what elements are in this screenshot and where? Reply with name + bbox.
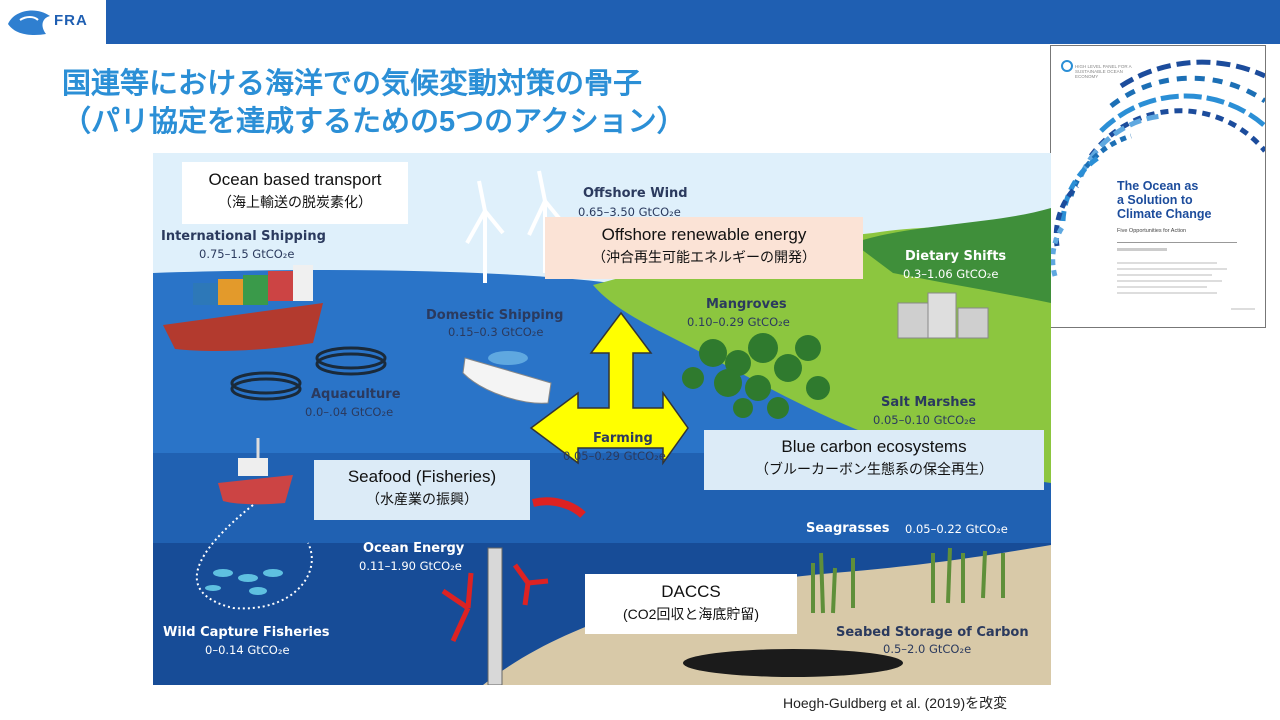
header-bar — [0, 0, 1280, 44]
callout-seafood-title: Seafood (Fisheries) — [347, 467, 497, 486]
callout-seafood-jp: （水産業の振興） — [366, 491, 478, 507]
aquaculture-pens — [230, 346, 387, 401]
callout-daccs-jp: (CO2回収と海底貯留) — [622, 606, 760, 622]
label-seagrasses: Seagrasses — [806, 521, 890, 536]
cover-org: HIGH LEVEL PANEL FOR A SUSTAINABLE OCEAN… — [1075, 64, 1132, 79]
fishing-vessel — [218, 438, 293, 505]
label-domestic-shipping: Domestic Shipping — [426, 308, 564, 323]
callout-seafood: Seafood (Fisheries) （水産業の振興） — [314, 460, 530, 520]
value-wild-capture: 0–0.14 GtCO₂e — [205, 643, 290, 657]
value-intl-shipping: 0.75–1.5 GtCO₂e — [199, 247, 295, 261]
logo-text: FRA — [54, 12, 88, 29]
label-aquaculture: Aquaculture — [311, 387, 401, 402]
cover-title: The Ocean as a Solution to Climate Chang… — [1117, 179, 1211, 221]
fishing-net — [195, 504, 313, 610]
callout-blue-carbon-jp: （ブルーカーボン生態系の保全再生） — [755, 461, 993, 477]
cover-title-line1: The Ocean as — [1117, 179, 1199, 193]
fish-school — [205, 569, 283, 595]
value-aquaculture: 0.0–.04 GtCO₂e — [305, 405, 394, 419]
value-seabed-storage: 0.5–2.0 GtCO₂e — [883, 642, 972, 656]
value-seagrasses: 0.05–0.22 GtCO₂e — [905, 522, 1008, 536]
callout-transport: Ocean based transport （海上輸送の脱炭素化） — [182, 162, 408, 224]
container-ship — [163, 265, 323, 351]
fish-logo-icon — [8, 10, 50, 35]
callout-renewable-jp: （沖合再生可能エネルギーの開発） — [592, 249, 816, 265]
callout-renewable-title: Offshore renewable energy — [601, 225, 807, 244]
label-salt-marshes: Salt Marshes — [881, 395, 976, 410]
label-wild-capture: Wild Capture Fisheries — [163, 625, 330, 640]
cover-arc-graphic — [1051, 59, 1265, 310]
callout-renewable: Offshore renewable energy （沖合再生可能エネルギーの開… — [545, 217, 863, 279]
cover-subtitle: Five Opportunities for Action — [1117, 228, 1187, 234]
value-farming: 0.05–0.29 GtCO₂e — [563, 449, 666, 463]
ocean-infographic: International Shipping 0.75–1.5 GtCO₂e O… — [153, 153, 1051, 685]
yellow-arrow-icon — [529, 311, 689, 466]
callout-daccs-title: DACCS — [661, 582, 721, 601]
carbon-storage-reservoir — [683, 649, 903, 677]
label-offshore-wind: Offshore Wind — [583, 186, 688, 201]
logo: FRA — [0, 0, 106, 44]
mangrove-forest — [682, 333, 830, 419]
city-buildings — [897, 292, 989, 339]
callout-transport-jp: （海上輸送の脱炭素化） — [218, 194, 372, 210]
seagrass — [811, 547, 1005, 614]
callout-daccs: DACCS (CO2回収と海底貯留) — [585, 574, 797, 634]
label-dietary-shifts: Dietary Shifts — [905, 249, 1007, 264]
outfall-pipe — [532, 497, 586, 519]
value-salt-marshes: 0.05–0.10 GtCO₂e — [873, 413, 976, 427]
domestic-ship — [462, 351, 552, 404]
label-intl-shipping: International Shipping — [161, 229, 326, 244]
label-mangroves: Mangroves — [706, 297, 787, 312]
value-mangroves: 0.10–0.29 GtCO₂e — [687, 315, 790, 329]
value-ocean-energy: 0.11–1.90 GtCO₂e — [359, 559, 462, 573]
label-seabed-storage: Seabed Storage of Carbon — [836, 625, 1029, 640]
callout-blue-carbon: Blue carbon ecosystems （ブルーカーボン生態系の保全再生） — [704, 430, 1044, 490]
page-title: 国連等における海洋での気候変動対策の骨子 — [62, 68, 643, 100]
cover-title-line3: Climate Change — [1117, 207, 1212, 221]
source-credit: Hoegh-Guldberg et al. (2019)を改変 — [783, 695, 1008, 711]
label-ocean-energy: Ocean Energy — [363, 541, 465, 556]
callout-transport-title: Ocean based transport — [208, 170, 382, 189]
value-domestic-shipping: 0.15–0.3 GtCO₂e — [448, 325, 544, 339]
cover-title-line2: a Solution to — [1117, 193, 1193, 207]
value-offshore-wind: 0.65–3.50 GtCO₂e — [578, 205, 681, 219]
report-cover: HIGH LEVEL PANEL FOR A SUSTAINABLE OCEAN… — [1050, 45, 1266, 328]
page-subtitle: （パリ協定を達成するための5つのアクション） — [62, 106, 686, 138]
tidal-turbine — [441, 547, 549, 685]
value-dietary-shifts: 0.3–1.06 GtCO₂e — [903, 267, 999, 281]
callout-blue-carbon-title: Blue carbon ecosystems — [781, 437, 967, 456]
label-farming: Farming — [593, 431, 653, 446]
